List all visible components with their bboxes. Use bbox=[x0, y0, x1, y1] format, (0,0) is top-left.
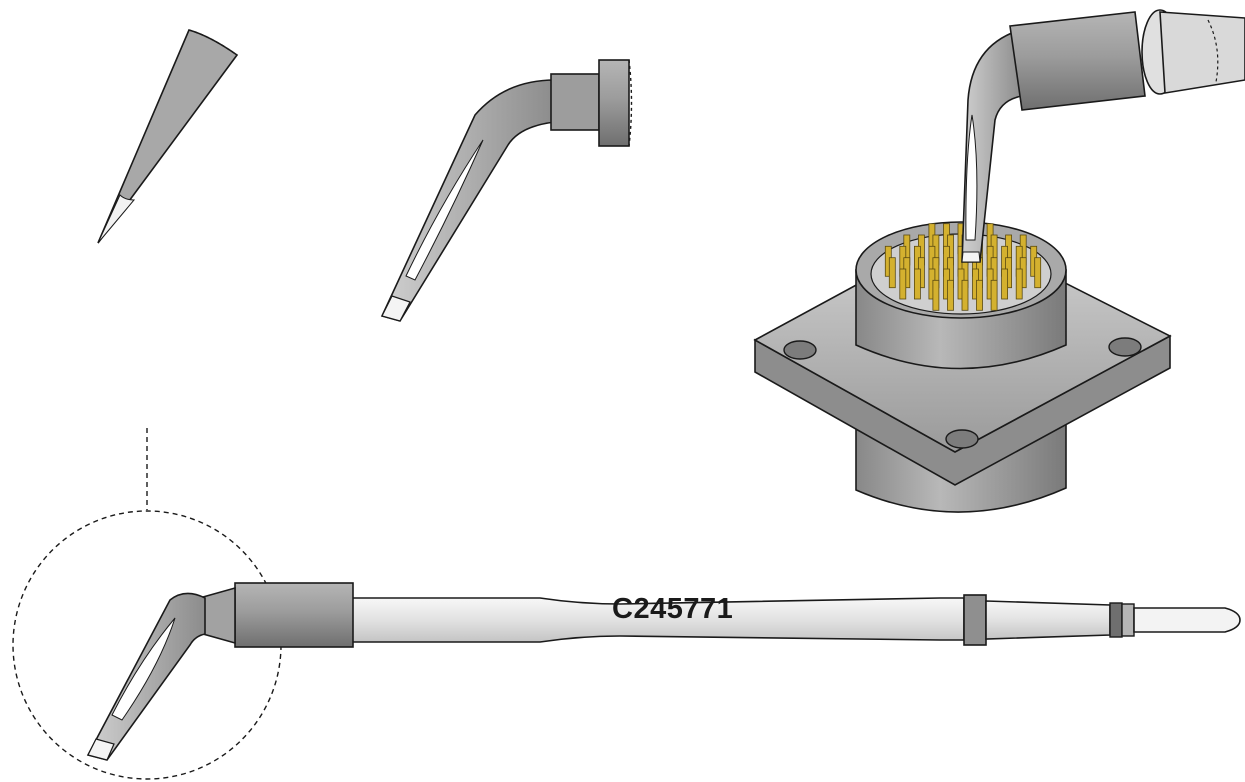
mounting-hole bbox=[945, 429, 979, 449]
connector-pin bbox=[932, 279, 940, 311]
connector-pin bbox=[914, 268, 921, 300]
tip-detail-side bbox=[380, 59, 633, 322]
connector-pin bbox=[1034, 257, 1042, 289]
connector-pin bbox=[1015, 268, 1023, 300]
tip-detail-front bbox=[97, 29, 239, 244]
connector-pin bbox=[1001, 268, 1008, 300]
connector-pin bbox=[990, 279, 998, 311]
mounting-hole bbox=[1108, 337, 1142, 357]
connector-illustration bbox=[753, 9, 1245, 513]
connector-pin bbox=[976, 279, 983, 311]
connector-pin bbox=[947, 279, 954, 311]
connector-pin bbox=[899, 268, 907, 300]
connector-pin bbox=[961, 279, 969, 311]
cartridge-full-view bbox=[86, 582, 1241, 761]
part-number-label: C245771 bbox=[612, 593, 734, 625]
connector-pin bbox=[888, 257, 896, 289]
mounting-hole bbox=[783, 340, 817, 360]
